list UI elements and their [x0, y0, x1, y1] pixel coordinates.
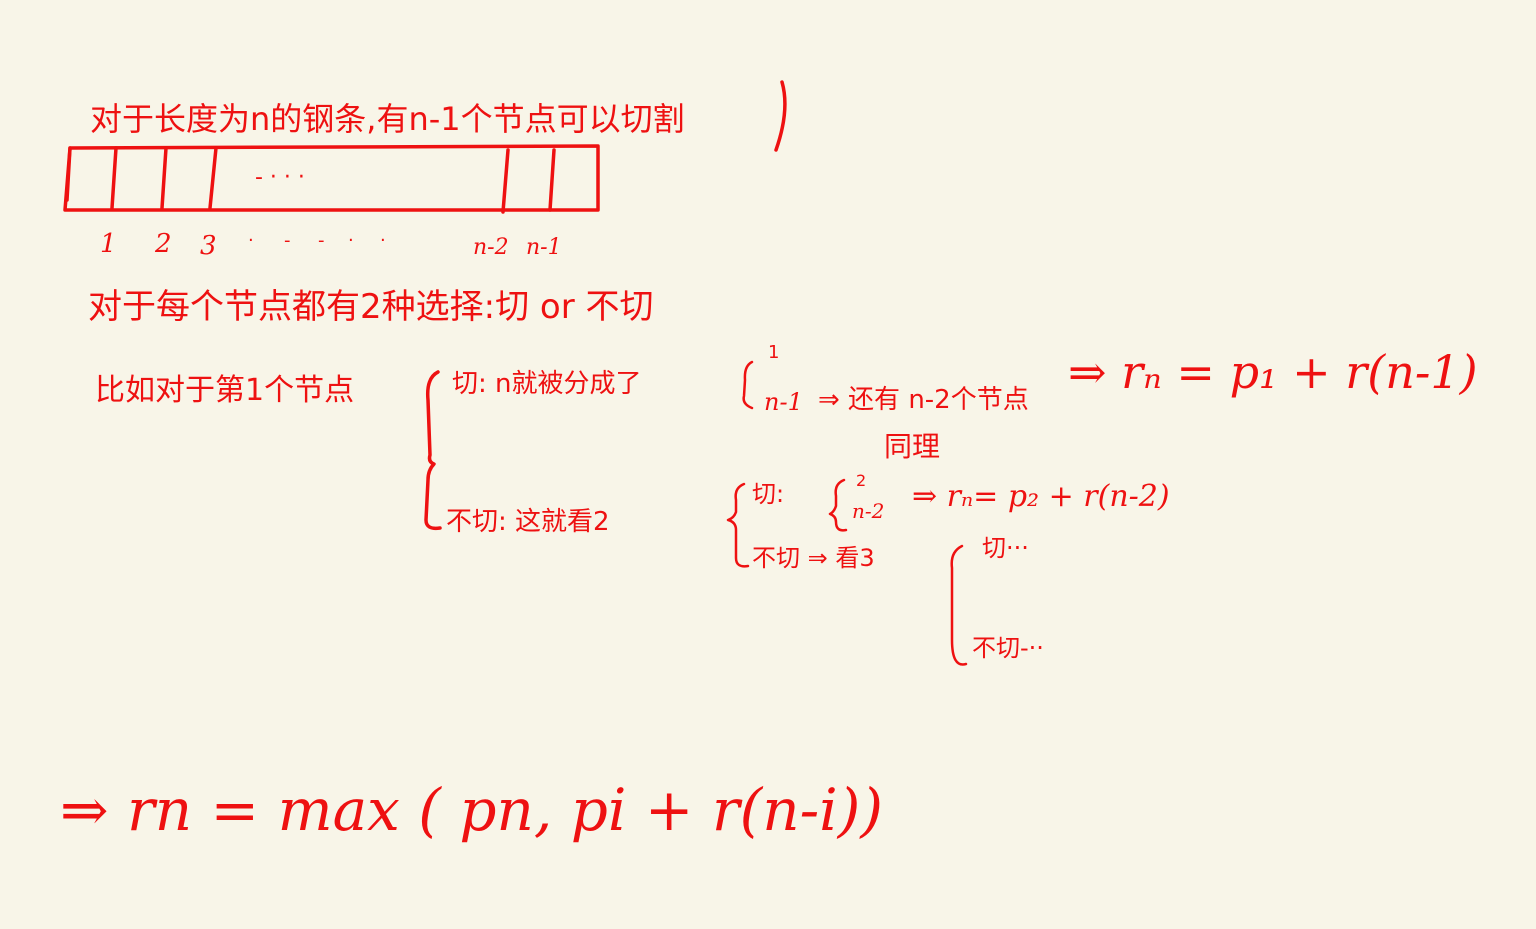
node-label-2: 2 [154, 229, 172, 259]
branch-cut-brace [742, 360, 754, 410]
sub-sub-cut-text: 切··· [982, 534, 1029, 562]
node-label-n-1: n-1 [526, 235, 562, 260]
closing-paren-stroke [774, 80, 787, 152]
node-label-3: 3 [200, 231, 217, 261]
rod-diagram: - · · · [63, 144, 600, 214]
sub-cut-top: 2 [856, 471, 866, 490]
branch-nocut-text: 不切: 这就看2 [446, 507, 610, 537]
branch-cut-top: 1 [768, 342, 779, 363]
rod-outline [63, 144, 600, 212]
rod-cut-n-1 [548, 148, 556, 212]
rod-cut-2 [160, 146, 168, 210]
rod-end-left [65, 146, 72, 202]
node-label-dot-1: · [248, 230, 254, 251]
node-label-1: 1 [100, 229, 117, 259]
choice-text: 对于每个节点都有2种选择:切 or 不切 [88, 287, 653, 327]
sub-cut-bottom: n-2 [852, 499, 884, 523]
recurrence-2: ⇒ rₙ= p₂ + r(n-2) [912, 479, 1170, 514]
node-label-dot-3: - [318, 230, 325, 251]
recurrence-1: ⇒ rₙ = p₁ + r(n-1) [1068, 345, 1478, 399]
intro-text: 对于长度为n的钢条,有n-1个节点可以切割 [90, 100, 685, 138]
node-labels: 1 2 3 · - - · · n-2 n-1 [100, 229, 562, 261]
rod-cut-1 [110, 146, 118, 210]
node-label-dot-4: · [348, 230, 354, 251]
branch-nocut-brace [726, 482, 750, 568]
sub-cut-text: 切: [752, 480, 784, 508]
sub-nocut-brace [950, 544, 968, 666]
main-brace [424, 370, 442, 531]
branch-cut-result: ⇒ 还有 n-2个节点 [818, 385, 1029, 415]
node-label-dot-2: - [284, 230, 291, 251]
node-label-dot-5: · [380, 230, 386, 251]
example-lead-text: 比如对于第1个节点 [95, 373, 354, 408]
rod-dots: - · · · [255, 165, 305, 190]
final-formula: ⇒ rn = max ( pn, pi + r(n-i)) [60, 776, 883, 844]
branch-cut-text: 切: n就被分成了 [452, 369, 642, 399]
branch-cut-bottom: n-1 [764, 388, 803, 416]
rod-cut-n-2 [501, 148, 510, 214]
sub-nocut-text: 不切 ⇒ 看3 [752, 544, 875, 572]
rod-cut-3 [208, 146, 218, 210]
sub-sub-nocut-text: 不切-·· [972, 634, 1044, 662]
sub-cut-brace [828, 478, 848, 532]
node-label-n-2: n-2 [473, 235, 509, 260]
same-problem-text: 同理 [884, 430, 940, 463]
